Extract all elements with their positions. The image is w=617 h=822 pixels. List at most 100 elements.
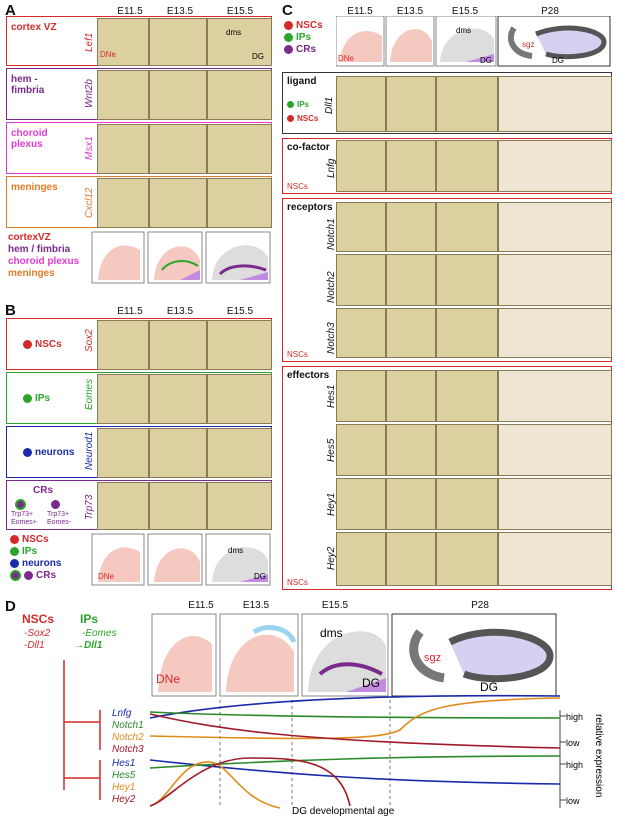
- schematic-d: [151, 613, 557, 697]
- ip-dot: [10, 546, 19, 556]
- panel-c-legend-ips: IPs: [284, 32, 311, 43]
- section-image: [436, 308, 498, 358]
- section-image: [498, 140, 612, 192]
- tick-low-2: low: [566, 796, 580, 806]
- legend-choroid: choroid plexus: [8, 256, 80, 267]
- group-title: effectors: [287, 370, 330, 381]
- section-image: [207, 124, 272, 174]
- schematic-a: [91, 231, 271, 284]
- panel-c-stage-4: P28: [541, 6, 559, 17]
- legend-neurons: neurons: [10, 558, 61, 569]
- section-image: [97, 374, 149, 424]
- legend-meninges: meninges: [8, 268, 55, 279]
- annot-dms-b: dms: [228, 546, 244, 555]
- schematic-b: [91, 533, 271, 586]
- curve-notch1: [149, 711, 561, 719]
- y-axis-label: relative expression: [593, 714, 604, 798]
- panel-d-stage-4: P28: [471, 600, 489, 611]
- crs-sub-2-text: Trp73+ Eomes-: [47, 511, 72, 526]
- section-image: [336, 140, 386, 192]
- section-image: [498, 202, 612, 252]
- panel-a-stage-3: E15.5: [226, 6, 254, 17]
- plot-gene-notch1: Notch1: [112, 720, 144, 731]
- section-image: [336, 308, 386, 358]
- annot-dms-c: dms: [456, 26, 472, 35]
- section-image: [336, 370, 386, 422]
- gene-label-dll1: Dll1: [324, 96, 335, 114]
- group-title: ligand: [287, 76, 317, 87]
- panel-c-stage-3: E15.5: [451, 6, 479, 17]
- panel-d-stage-1: E11.5: [188, 600, 214, 611]
- legend-ips: IPs: [10, 546, 37, 557]
- panel-d-ip-gene-1: -Eomes: [82, 628, 117, 639]
- section-image: [207, 320, 272, 370]
- annot-dms: dms: [226, 28, 242, 37]
- ip-dot: [23, 393, 32, 403]
- side-nscs: NSCs: [287, 113, 318, 124]
- curve-notch2: [149, 697, 561, 740]
- crs-dot: [51, 500, 60, 510]
- panel-d-stage-2: E13.5: [242, 600, 270, 611]
- panel-b-letter: B: [5, 302, 16, 319]
- section-image: [336, 532, 386, 586]
- annot-dms-d: dms: [320, 626, 343, 640]
- expression-plot: [63, 660, 566, 809]
- annot-dg-c2: DG: [480, 56, 492, 65]
- section-image: [498, 532, 612, 586]
- row-label: hem - fimbria: [11, 74, 45, 96]
- section-image: [436, 370, 498, 422]
- section-image: [97, 18, 149, 66]
- section-image: [436, 76, 498, 132]
- panel-c-legend-nscs: NSCs: [284, 20, 323, 31]
- annot-dne-c: DNe: [338, 54, 355, 63]
- curve-lnfg: [149, 694, 561, 719]
- section-image: [386, 140, 436, 192]
- gene-label-msx1: Msx1: [84, 136, 95, 160]
- row-label-text: IPs: [35, 393, 51, 404]
- section-image: [386, 424, 436, 476]
- legend-ips-text: IPs: [22, 546, 38, 557]
- nsc-dot: [23, 339, 32, 349]
- section-image: [436, 478, 498, 530]
- section-image: [498, 308, 612, 358]
- legend-neurons-text: neurons: [22, 558, 62, 569]
- row-label-text: neurons: [35, 447, 75, 458]
- annot-dg-c: DG: [552, 56, 564, 65]
- plot-gene-hes5: Hes5: [112, 770, 136, 781]
- row-label: meninges: [11, 182, 58, 193]
- panel-d-nsc-gene-1: -Sox2: [24, 628, 51, 639]
- crs-sub-1: [15, 499, 29, 511]
- group-title: receptors: [287, 202, 333, 213]
- ring-icon: [15, 499, 26, 511]
- section-image: [336, 478, 386, 530]
- side-ips: IPs: [287, 99, 309, 110]
- panel-c-letter: C: [282, 2, 293, 19]
- curve-notch3: [149, 713, 561, 749]
- gene-label-eomes: Eomes: [84, 378, 95, 410]
- legend-crs-text: CRs: [296, 44, 317, 55]
- x-axis-label: DG developmental age: [292, 806, 395, 817]
- panel-d-letter: D: [5, 598, 16, 615]
- panel-d-ip-title: IPs: [80, 612, 99, 626]
- section-image: [97, 482, 149, 530]
- gene-label-cxcl12: Cxcl12: [84, 187, 95, 218]
- plot-gene-hey1: Hey1: [112, 782, 136, 793]
- panel-d-stage-3: E15.5: [321, 600, 349, 611]
- section-image: [336, 254, 386, 306]
- section-image: [336, 76, 386, 132]
- plot-gene-hes1: Hes1: [112, 758, 136, 769]
- group-foot: NSCs: [287, 578, 308, 587]
- schematic-c: [336, 16, 611, 67]
- crs-sub-1-text: Trp73+ Eomes+: [11, 511, 37, 526]
- legend-nscs: NSCs: [10, 534, 49, 545]
- tick-high-1: high: [566, 712, 584, 722]
- section-image: [207, 482, 272, 530]
- row-label: neurons: [23, 447, 74, 458]
- section-image: [97, 124, 149, 174]
- legend-ips-text: IPs: [296, 32, 312, 43]
- gene-label-wnt2b: Wnt2b: [84, 79, 95, 108]
- curve-hey2: [149, 757, 351, 807]
- section-image: [386, 370, 436, 422]
- section-image: [386, 532, 436, 586]
- crs-dot: [284, 44, 293, 54]
